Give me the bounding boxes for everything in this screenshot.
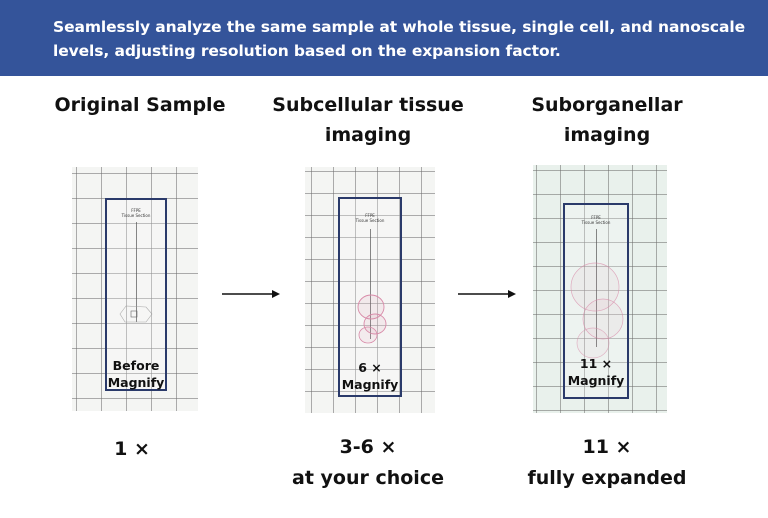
stage-factor-subcellular: 3-6 × at your choice — [278, 432, 458, 494]
tissue-sample-icon — [119, 305, 153, 323]
sample-photo-suborganellar: FFPE Tissue Section 11 × Magnify — [533, 165, 667, 413]
magnify-line: 11 × — [579, 356, 613, 371]
stage-title-original: Original Sample — [40, 90, 240, 120]
magnify-line: Magnify — [341, 377, 399, 392]
factor-line: at your choice — [292, 467, 444, 489]
slide-label-line: FFPE — [131, 208, 141, 213]
slide-label: FFPE Tissue Section — [107, 208, 165, 218]
stage-title-subcellular: Subcellular tissue imaging — [258, 90, 478, 150]
header-banner: Seamlessly analyze the same sample at wh… — [0, 0, 768, 76]
right-arrow-icon — [458, 290, 516, 298]
stage-factor-original: 1 × — [72, 434, 192, 465]
magnify-label: 6 × Magnify — [340, 359, 400, 393]
factor-line: 1 × — [114, 438, 150, 460]
slide-center-line — [370, 229, 371, 339]
right-arrow-icon — [222, 290, 280, 298]
sample-photo-subcellular: FFPE Tissue Section 6 × Magnify — [305, 167, 435, 413]
stage-title-line: Original Sample — [54, 94, 226, 116]
tissue-sample-icon — [570, 262, 624, 359]
magnify-line: 6 × — [358, 360, 382, 375]
stage-title-line: Suborganellar — [531, 94, 683, 116]
banner-text: Seamlessly analyze the same sample at wh… — [53, 18, 745, 60]
slide-center-line — [136, 222, 137, 322]
slide-frame: FFPE Tissue Section Before Magnify — [105, 198, 167, 391]
slide-frame: FFPE Tissue Section 11 × Magnify — [563, 203, 629, 399]
slide-label-line: FFPE — [591, 215, 601, 220]
slide-label: FFPE Tissue Section — [565, 215, 627, 225]
stage-title-suborganellar: Suborganellar imaging — [502, 90, 712, 150]
slide-label: FFPE Tissue Section — [340, 213, 400, 223]
stage-factor-suborganellar: 11 × fully expanded — [515, 432, 699, 494]
factor-line: 3-6 × — [339, 436, 397, 458]
slide-center-line — [596, 229, 597, 347]
magnify-line: Magnify — [567, 373, 625, 388]
magnify-label: 11 × Magnify — [565, 355, 627, 389]
stage-title-line: Subcellular tissue — [272, 94, 464, 116]
slide-label-line: Tissue Section — [121, 213, 151, 218]
sample-photo-original: FFPE Tissue Section Before Magnify — [72, 167, 198, 411]
stage-title-line: imaging — [563, 124, 651, 146]
slide-frame: FFPE Tissue Section 6 × Magnify — [338, 197, 402, 397]
slide-label-line: FFPE — [365, 213, 375, 218]
magnify-line: Magnify — [107, 375, 165, 390]
factor-line: fully expanded — [527, 467, 687, 489]
factor-line: 11 × — [582, 436, 632, 458]
stage-title-line: imaging — [324, 124, 412, 146]
magnify-line: Before — [112, 358, 160, 373]
slide-label-line: Tissue Section — [581, 220, 611, 225]
slide-label-line: Tissue Section — [355, 218, 385, 223]
tissue-sample-icon — [357, 294, 387, 344]
magnify-label: Before Magnify — [107, 357, 165, 391]
